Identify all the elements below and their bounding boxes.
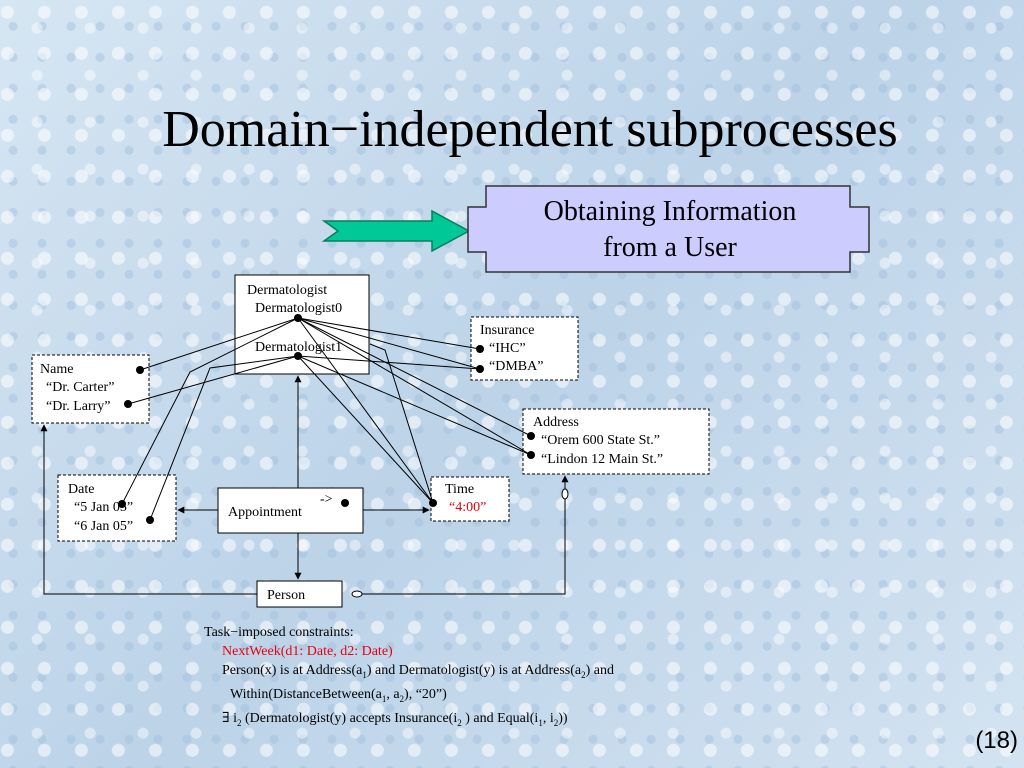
address-title: Address bbox=[533, 415, 579, 430]
constraint-distance: Within(DistanceBetween(a1, a2), “20”) bbox=[230, 686, 447, 704]
banner-text: Obtaining Information from a User bbox=[476, 194, 864, 266]
address-box bbox=[522, 408, 710, 475]
green-arrow-icon bbox=[321, 209, 471, 253]
banner-line-2: from a User bbox=[603, 232, 737, 263]
insurance-title: Insurance bbox=[480, 323, 534, 338]
constraint-insurance: ∃ i2 (Dermatologist(y) accepts Insurance… bbox=[222, 710, 568, 728]
insurance-box bbox=[470, 316, 579, 381]
slide-title: Domain−independent subprocesses bbox=[162, 101, 898, 158]
constraints-heading: Task−imposed constraints: bbox=[204, 625, 354, 640]
date-title: Date bbox=[68, 482, 94, 497]
constraints-block: Task−imposed constraints: NextWeek(d1: D… bbox=[204, 623, 614, 732]
time-title: Time bbox=[445, 482, 474, 497]
banner-line-1: Obtaining Information bbox=[543, 196, 797, 227]
person-title: Person bbox=[267, 588, 305, 603]
date-box bbox=[57, 474, 177, 542]
appointment-box bbox=[217, 487, 364, 534]
connection-dots bbox=[118, 314, 535, 524]
banner-box bbox=[467, 185, 870, 273]
relationship-lines bbox=[121, 317, 532, 521]
address-item-2: “Lindon 12 Main St.” bbox=[541, 452, 663, 467]
date-item-2: “6 Jan 05” bbox=[74, 519, 133, 534]
name-title: Name bbox=[40, 362, 73, 377]
dermatologist-item-1: Dermatologist0 bbox=[255, 301, 342, 316]
dermatologist-item-2: Dermatologist1 bbox=[255, 340, 342, 355]
time-item-1: “4:00” bbox=[449, 500, 486, 515]
address-item-1: “Orem 600 State St.” bbox=[541, 433, 660, 448]
name-item-2: “Dr. Larry” bbox=[46, 399, 111, 414]
name-item-1: “Dr. Carter” bbox=[46, 380, 114, 395]
page-number: (18) bbox=[975, 727, 1018, 754]
appointment-title: Appointment bbox=[228, 505, 302, 520]
constraint-nextweek: NextWeek(d1: Date, d2: Date) bbox=[222, 644, 393, 659]
insurance-item-2: “DMBA” bbox=[489, 359, 543, 374]
appointment-arrow: -> bbox=[320, 492, 333, 507]
insurance-item-1: “IHC” bbox=[489, 341, 526, 356]
optional-marker-address bbox=[561, 488, 569, 500]
person-box bbox=[256, 580, 343, 608]
time-box bbox=[430, 476, 510, 522]
optional-marker-person bbox=[351, 590, 363, 598]
constraint-address: Person(x) is at Address(a1) and Dermatol… bbox=[222, 663, 614, 680]
dermatologist-title: Dermatologist bbox=[247, 283, 327, 298]
connector-arrows bbox=[40, 375, 569, 595]
name-box bbox=[31, 354, 150, 424]
